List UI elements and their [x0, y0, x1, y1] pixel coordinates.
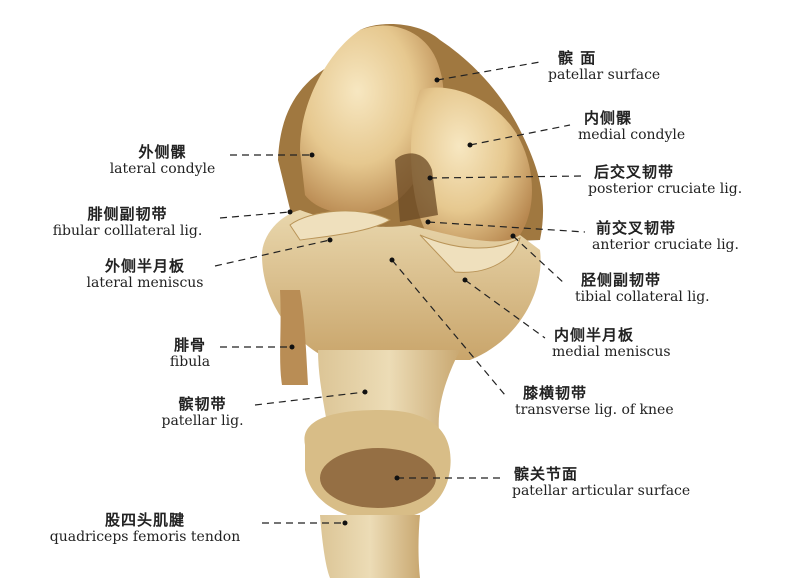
label-medial-condyle-zh: 内侧髁	[584, 109, 633, 127]
label-transverse-lig: 膝横韧带 transverse lig. of knee	[515, 384, 674, 419]
label-quadriceps: 股四头肌腱 quadriceps femoris tendon	[30, 511, 260, 546]
medial-condyle-shape	[410, 87, 532, 256]
label-transverse-lig-en: transverse lig. of knee	[515, 402, 674, 419]
label-fibula-zh: 腓骨	[173, 336, 206, 354]
label-patellar-lig-zh: 髌韧带	[178, 395, 227, 413]
label-medial-condyle-en: medial condyle	[578, 127, 686, 144]
label-posterior-cruciate: 后交叉韧带 posterior cruciate lig.	[588, 163, 743, 198]
notch-shadow	[395, 153, 438, 222]
label-posterior-cruciate-en: posterior cruciate lig.	[588, 181, 743, 198]
label-patellar-lig-en: patellar lig.	[161, 413, 244, 430]
label-lateral-meniscus-en: lateral meniscus	[86, 275, 204, 292]
label-tibial-collateral-zh: 胫侧副韧带	[581, 271, 662, 289]
label-lateral-meniscus: 外侧半月板 lateral meniscus	[75, 257, 215, 292]
label-fibular-collateral-zh: 腓侧副韧带	[87, 205, 168, 223]
label-medial-condyle: 内侧髁 medial condyle	[578, 109, 686, 144]
medial-meniscus-shape	[419, 234, 521, 273]
label-quadriceps-en: quadriceps femoris tendon	[49, 529, 241, 546]
label-lateral-meniscus-zh: 外侧半月板	[104, 257, 185, 275]
label-fibular-collateral-en: fibular colllateral lig.	[52, 223, 203, 240]
label-posterior-cruciate-zh: 后交叉韧带	[594, 163, 675, 181]
quadriceps-tendon-shape	[320, 515, 420, 578]
label-lateral-condyle-en: lateral condyle	[109, 161, 216, 178]
label-quadriceps-zh: 股四头肌腱	[104, 511, 185, 529]
patellar-articular-shape	[320, 448, 436, 508]
label-anterior-cruciate-zh: 前交叉韧带	[596, 219, 677, 237]
label-patellar-articular-zh: 髌关节面	[514, 465, 579, 483]
label-patellar-lig: 髌韧带 patellar lig.	[150, 395, 255, 430]
label-lateral-condyle-zh: 外侧髁	[138, 143, 187, 161]
label-fibular-collateral: 腓侧副韧带 fibular colllateral lig.	[40, 205, 215, 240]
label-patellar-surface: 髌 面 patellar surface	[548, 49, 661, 84]
label-patellar-surface-zh: 髌 面	[558, 49, 597, 67]
label-fibula-en: fibula	[169, 354, 211, 371]
fibula-shape	[280, 290, 308, 385]
label-tibial-collateral: 胫侧副韧带 tibial collateral lig.	[575, 271, 710, 306]
label-anterior-cruciate-en: anterior cruciate lig.	[592, 237, 739, 254]
leader-lines	[214, 61, 586, 524]
label-tibial-collateral-en: tibial collateral lig.	[575, 289, 710, 306]
label-anterior-cruciate: 前交叉韧带 anterior cruciate lig.	[592, 219, 739, 254]
leader-dots	[287, 77, 516, 526]
label-lateral-condyle: 外侧髁 lateral condyle	[100, 143, 225, 178]
lateral-meniscus-shape	[289, 210, 392, 241]
label-patellar-articular: 髌关节面 patellar articular surface	[512, 465, 691, 500]
label-patellar-surface-en: patellar surface	[548, 67, 661, 84]
label-fibula: 腓骨 fibula	[160, 336, 220, 371]
label-transverse-lig-zh: 膝横韧带	[523, 384, 588, 402]
label-medial-meniscus-zh: 内侧半月板	[554, 326, 635, 344]
label-patellar-articular-en: patellar articular surface	[512, 483, 691, 500]
label-medial-meniscus-en: medial meniscus	[552, 344, 671, 361]
label-medial-meniscus: 内侧半月板 medial meniscus	[552, 326, 671, 361]
